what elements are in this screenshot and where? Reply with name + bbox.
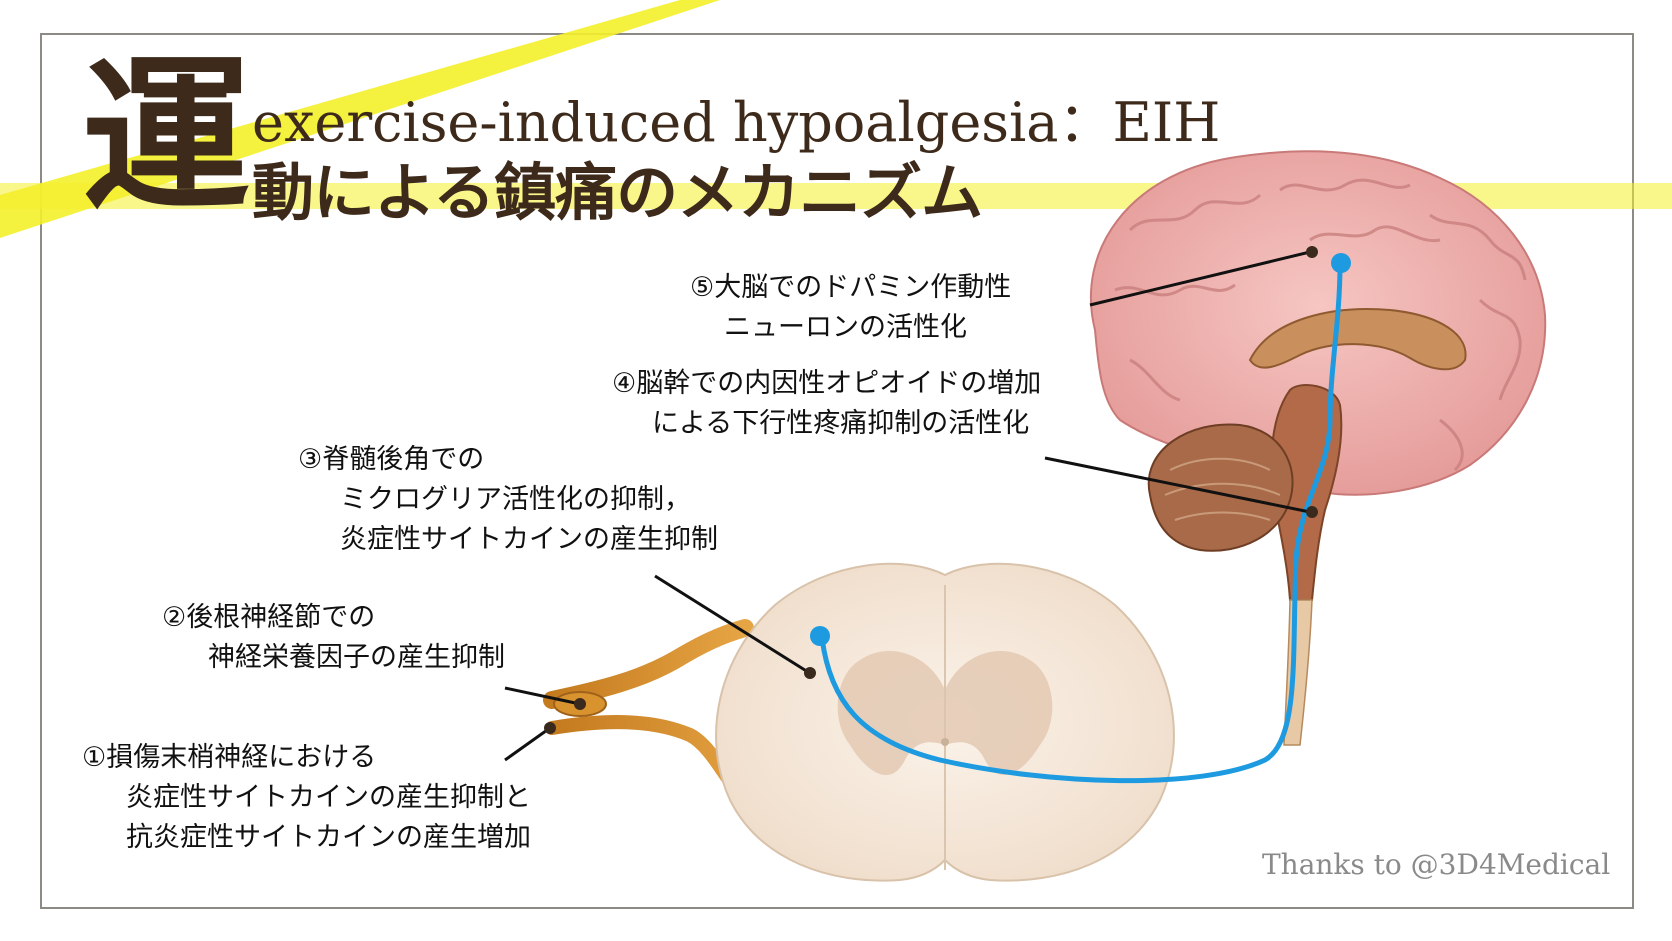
label-3-line-1: ③脊髄後角での [298, 444, 485, 475]
pointer-dot-4 [1306, 506, 1318, 518]
brain-illustration [1090, 150, 1547, 746]
label-1-line-2: 炎症性サイトカインの産生抑制と [126, 782, 531, 813]
label-1-peripheral: ①損傷末梢神経における 炎症性サイトカインの産生抑制と 抗炎症性サイトカインの産… [82, 738, 531, 858]
label-4-line-1: ④脳幹での内因性オピオイドの増加 [612, 368, 1042, 399]
leader-line-1 [504, 726, 551, 762]
label-5-dopamine: ⑤大脳でのドパミン作動性 ニューロンの活性化 [690, 268, 1011, 348]
pointer-dot-1 [544, 722, 556, 734]
leader-line-2 [504, 686, 581, 706]
label-1-line-1: ①損傷末梢神経における [82, 742, 377, 773]
pathway-line [819, 262, 1343, 784]
pathway-start-dot [810, 626, 830, 646]
label-2-line-1: ②後根神経節での [162, 602, 376, 633]
pointer-dots [544, 246, 1318, 734]
brain-gyri [1114, 178, 1527, 472]
leader-line-4 [1044, 456, 1311, 514]
pointer-dot-5 [1306, 246, 1318, 258]
cerebellum [1147, 423, 1294, 552]
label-3-dorsal-horn: ③脊髄後角での ミクログリア活性化の抑制， 炎症性サイトカインの産生抑制 [298, 440, 718, 560]
dorsal-root-nerve [543, 619, 754, 709]
leader-line-3 [654, 574, 809, 674]
pointer-dot-3 [804, 667, 816, 679]
label-5-line-2: ニューロンの活性化 [724, 312, 967, 343]
label-4-opioid: ④脳幹での内因性オピオイドの増加 による下行性疼痛抑制の活性化 [612, 364, 1041, 444]
cerebellum-folia [1164, 457, 1281, 521]
pointer-dot-2 [574, 698, 586, 710]
pathway-end-dot [1331, 253, 1351, 273]
leader-lines [504, 250, 1311, 762]
label-5-line-1: ⑤大脳でのドパミン作動性 [690, 272, 1012, 303]
label-2-drg: ②後根神経節での 神経栄養因子の産生抑制 [162, 598, 505, 678]
title-big-character: 運 [82, 37, 250, 235]
label-2-line-2: 神経栄養因子の産生抑制 [208, 642, 505, 673]
leader-line-5 [1089, 250, 1311, 307]
label-3-line-3: 炎症性サイトカインの産生抑制 [340, 524, 718, 555]
pain-pathway [810, 253, 1351, 784]
title-japanese: 動による鎮痛のメカニズム [252, 156, 983, 229]
title-english: exercise-induced hypoalgesia：EIH [252, 91, 1221, 154]
credit-text: Thanks to @3D4Medical [1262, 848, 1611, 881]
label-3-line-2: ミクログリア活性化の抑制， [340, 484, 691, 515]
label-4-line-2: による下行性疼痛抑制の活性化 [652, 408, 1030, 439]
label-1-line-3: 抗炎症性サイトカインの産生増加 [126, 822, 531, 853]
highlight-diagonal-stripe [0, 0, 720, 238]
spinal-cord-cross-section [715, 562, 1175, 882]
central-canal [941, 738, 949, 746]
